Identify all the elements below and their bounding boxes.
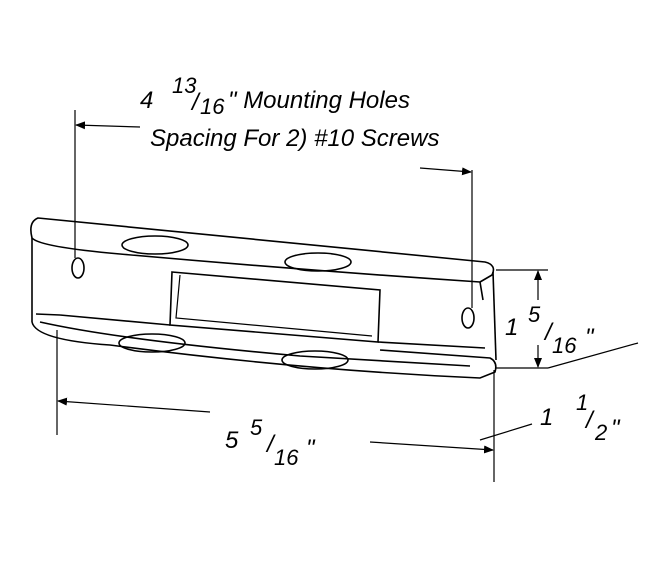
title-slash: / [190,89,201,116]
length-den: 16 [274,445,299,470]
height-unit: " [585,324,595,351]
depth-den: 2 [594,420,607,445]
mounting-holes-label: 4 13 / 16 " Mounting Holes Spacing For 2… [140,73,439,152]
title-whole: 4 [140,87,153,114]
height-dimension-label: 1 5 / 16 " [505,302,595,358]
height-slash: / [543,319,554,346]
length-unit: " [306,435,316,462]
dimension-lines [56,110,639,482]
title-numerator: 13 [172,73,197,98]
height-whole: 1 [505,314,518,341]
depth-whole: 1 [540,404,553,431]
title-denominator: 16 [200,94,225,119]
length-whole: 5 [225,427,239,454]
length-slash: / [265,431,276,458]
height-num: 5 [528,302,541,327]
title-line2: Spacing For 2) #10 Screws [150,125,439,152]
title-line1-rest: " Mounting Holes [228,87,410,114]
depth-num: 1 [576,390,588,415]
length-dimension-label: 5 5 / 16 " [225,415,316,470]
depth-dimension-label: 1 1 / 2 " [540,390,621,445]
depth-unit: " [611,415,621,442]
length-num: 5 [250,415,263,440]
bracket-body [30,217,497,379]
height-den: 16 [552,333,577,358]
depth-slash: / [584,407,595,434]
